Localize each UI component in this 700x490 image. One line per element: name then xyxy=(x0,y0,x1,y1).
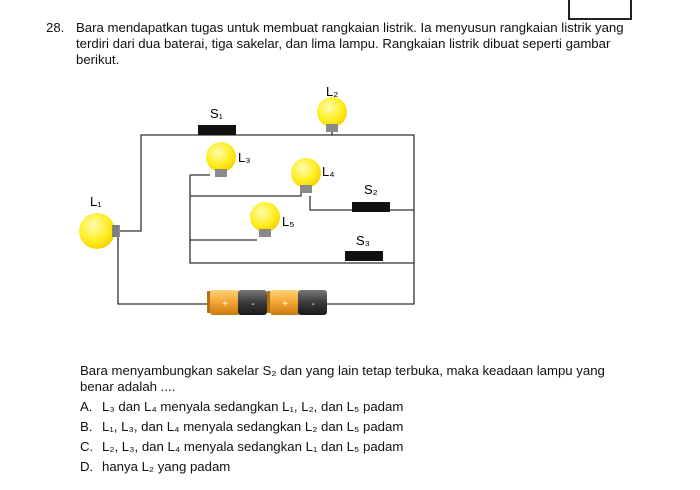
question-text: Bara mendapatkan tugas untuk membuat ran… xyxy=(76,20,624,67)
option-b-letter: B. xyxy=(80,419,93,434)
question-prompt: Bara menyambungkan sakelar S₂ dan yang l… xyxy=(80,363,605,394)
bulb-icon xyxy=(250,202,280,232)
lamp-l1: L₁ xyxy=(79,194,120,249)
battery-2-plus: + xyxy=(282,299,288,310)
bulb-icon xyxy=(79,213,115,249)
option-c-letter: C. xyxy=(80,439,94,454)
battery-positive-half xyxy=(270,290,300,315)
question-number: 28. xyxy=(46,20,65,35)
lamp-l3-label: L₃ xyxy=(238,150,251,165)
page-number-box xyxy=(568,0,632,20)
circuit-diagram: S₁ S₂ S₃ L₁ L₂ L₃ L₄ L₅ xyxy=(79,84,415,315)
wire-left-bottom xyxy=(117,231,207,305)
battery-2-minus: - xyxy=(311,299,314,310)
switch-s3-label: S₃ xyxy=(356,233,370,248)
option-d[interactable]: D. hanya L₂ yang padam xyxy=(80,457,640,477)
option-a-letter: A. xyxy=(80,399,93,414)
bulb-icon xyxy=(317,97,347,127)
switch-s1: S₁ xyxy=(198,106,236,135)
option-a[interactable]: A. L₃ dan L₄ menyala sedangkan L₁, L₂, d… xyxy=(80,397,640,417)
switch-s1-label: S₁ xyxy=(210,106,224,121)
option-b-text: L₁, L₃, dan L₄ menyala sedangkan L₂ dan … xyxy=(102,419,404,434)
wire-l3-branch xyxy=(189,175,414,264)
option-d-letter: D. xyxy=(80,459,94,474)
question-prompt-block: Bara menyambungkan sakelar S₂ dan yang l… xyxy=(80,363,640,477)
option-a-text: L₃ dan L₄ menyala sedangkan L₁, L₂, dan … xyxy=(102,399,404,414)
lamp-l2: L₂ xyxy=(317,84,347,132)
lamp-l3: L₃ xyxy=(206,142,251,177)
wire-l4-left xyxy=(190,182,302,197)
lamp-l1-label: L₁ xyxy=(90,194,102,209)
bulb-icon xyxy=(291,158,321,188)
battery-positive-half xyxy=(210,290,240,315)
lamp-l5: L₅ xyxy=(250,202,294,237)
battery-negative-half xyxy=(298,290,327,315)
battery-1: + - xyxy=(207,290,267,315)
battery-1-plus: + xyxy=(222,299,228,310)
lamp-l2-label: L₂ xyxy=(326,84,338,99)
option-d-text: hanya L₂ yang padam xyxy=(102,459,231,474)
switch-s2: S₂ xyxy=(352,182,390,212)
switch-s2-label: S₂ xyxy=(364,182,378,197)
wire-main-top-right xyxy=(118,134,415,305)
battery-2: + - xyxy=(267,290,327,315)
lamp-l4-label: L₄ xyxy=(322,164,335,179)
lamp-l5-label: L₅ xyxy=(282,214,294,229)
bulb-icon xyxy=(206,142,236,172)
switch-s3: S₃ xyxy=(345,233,383,261)
battery-1-minus: - xyxy=(251,299,254,310)
option-c-text: L₂, L₃, dan L₄ menyala sedangkan L₁ dan … xyxy=(102,439,404,454)
battery-negative-half xyxy=(238,290,267,315)
option-b[interactable]: B. L₁, L₃, dan L₄ menyala sedangkan L₂ d… xyxy=(80,417,640,437)
lamp-l4: L₄ xyxy=(291,158,335,193)
option-c[interactable]: C. L₂, L₃, dan L₄ menyala sedangkan L₁ d… xyxy=(80,437,640,457)
